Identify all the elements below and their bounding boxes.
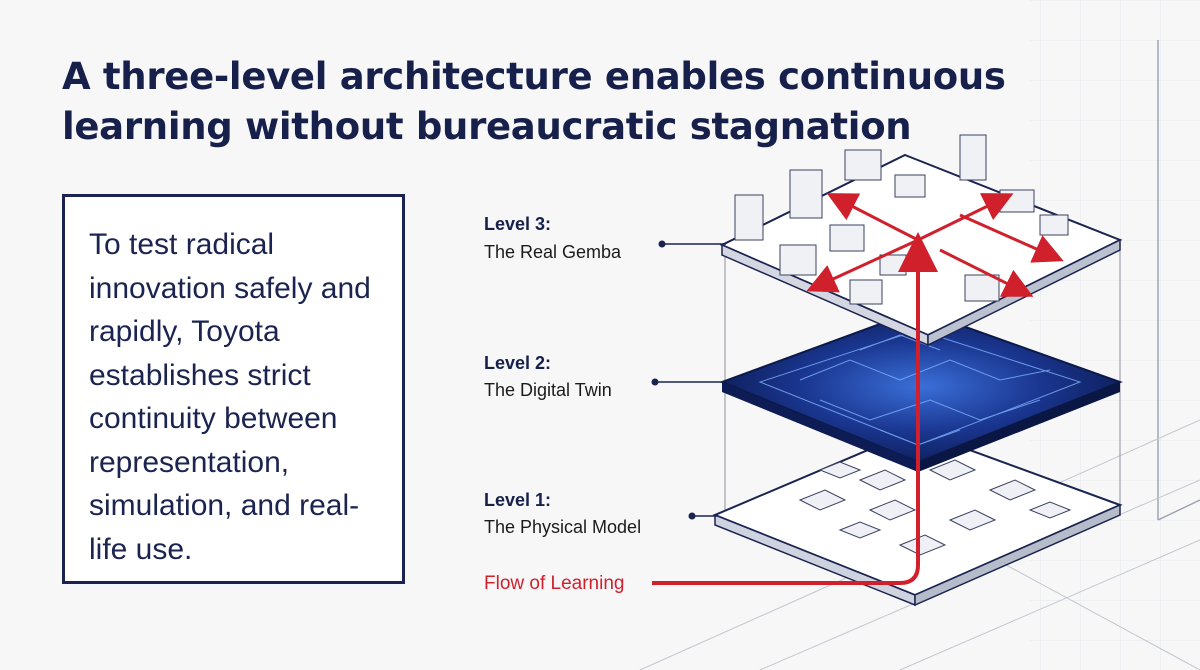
summary-text: To test radical innovation safely and ra… — [89, 228, 371, 566]
page-title: A three-level architecture enables conti… — [62, 55, 1006, 148]
flow-of-learning-label: Flow of Learning — [484, 573, 624, 594]
level-2-name: The Digital Twin — [484, 380, 612, 400]
background-grid — [639, 0, 1200, 670]
level-2-label: Level 2: The Digital Twin — [484, 353, 724, 400]
level-3-heading: Level 3: — [484, 214, 551, 234]
flow-of-learning-arrow — [652, 232, 938, 585]
level-3-label: Level 3: The Real Gemba — [484, 214, 726, 262]
level-1-heading: Level 1: — [484, 490, 551, 510]
level-1-label: Level 1: The Physical Model — [484, 490, 718, 537]
level-1-name: The Physical Model — [484, 517, 641, 537]
summary-box: To test radical innovation safely and ra… — [62, 194, 405, 584]
level-2-digital-twin — [719, 308, 1123, 472]
level-2-heading: Level 2: — [484, 353, 551, 373]
level-3-name: The Real Gemba — [484, 242, 622, 262]
